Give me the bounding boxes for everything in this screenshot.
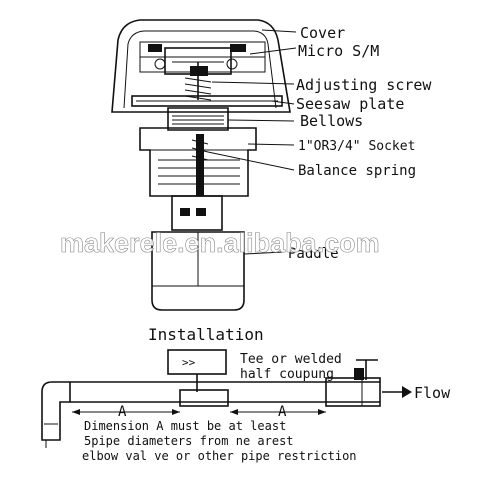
seesaw-plate [131, 95, 283, 107]
elbow-pipe [41, 381, 71, 448]
label-cover: Cover [300, 24, 345, 42]
leader-lines [207, 29, 297, 255]
bellows [167, 107, 229, 131]
label-adjusting-screw: Adjusting screw [296, 76, 432, 94]
note-line1: Dimension A must be at least [84, 419, 286, 433]
tee-arrows: >> [182, 356, 196, 369]
flow-arrow [382, 386, 412, 398]
dim-a-left: A [118, 404, 127, 420]
installation-title: Installation [148, 325, 264, 344]
label-socket: 1"OR3/4" Socket [298, 139, 415, 154]
tee-label-line1: Tee or welded [240, 352, 342, 367]
flow-label: Flow [414, 384, 451, 402]
note-line2: 5pipe diameters from ne arest [84, 434, 294, 448]
note-line3: elbow val ve or other pipe restriction [82, 449, 357, 463]
dimension-left [72, 409, 180, 415]
dim-a-right: A [278, 404, 287, 420]
label-paddle: Paddle [288, 246, 339, 262]
paddle-stem [171, 195, 223, 231]
tee-label-line2: half coupung [240, 367, 334, 382]
adjusting-screw [184, 62, 212, 101]
label-seesaw-plate: Seesaw plate [296, 95, 404, 113]
watermark-text: makerele.en.alibaba.com [60, 228, 380, 258]
dimension-right [230, 409, 326, 415]
balance-spring [191, 139, 209, 161]
socket-housing [139, 127, 257, 197]
label-bellows: Bellows [300, 112, 363, 130]
label-balance-spring: Balance spring [298, 163, 416, 179]
valve [354, 359, 378, 380]
paddle [151, 231, 245, 311]
pipe-run [70, 377, 381, 407]
tee-fitting: >> [167, 349, 229, 407]
label-micro-switch: Micro S/M [298, 42, 379, 60]
